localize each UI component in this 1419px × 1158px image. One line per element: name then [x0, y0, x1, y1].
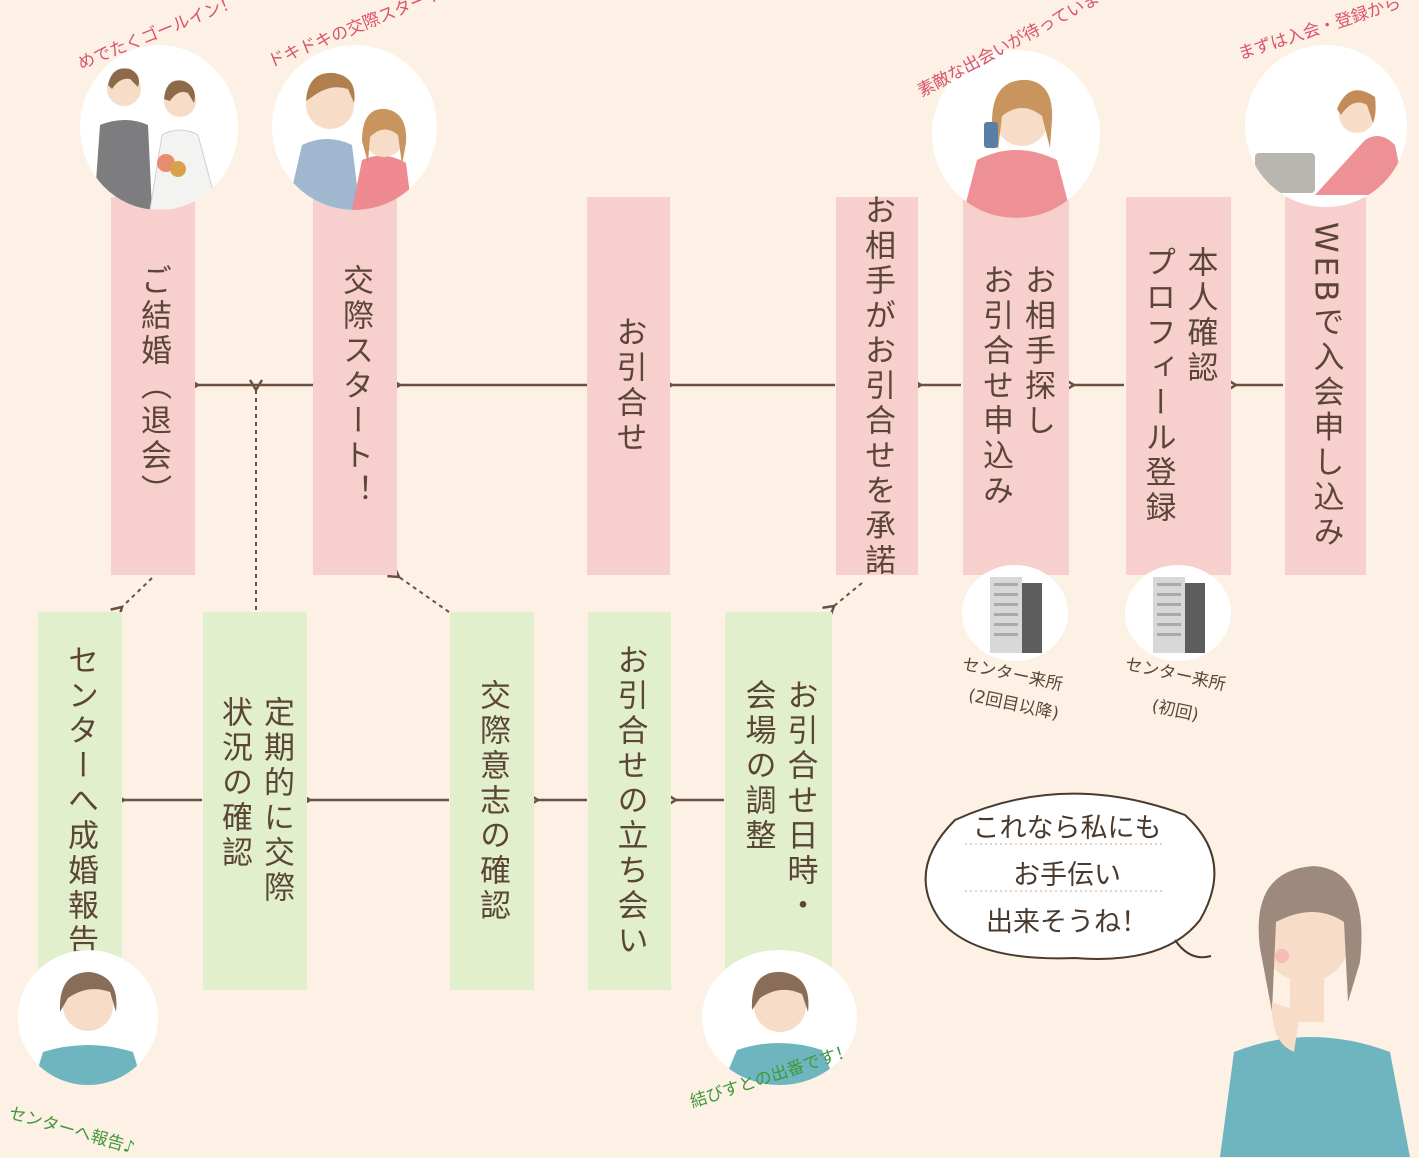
building-icon-second-visit [962, 565, 1068, 661]
woman-laptop-illustration [1245, 45, 1407, 207]
step-partner-accepts: お相手がお引合せを承諾 [836, 194, 918, 579]
step-intent-confirmation: 交際意志の確認 [450, 612, 534, 990]
couple-illustration [272, 45, 437, 210]
step-marriage-report-label: センターへ成婚報告 [62, 643, 98, 959]
wedding-couple-illustration [80, 45, 238, 210]
building-icon-first-visit [1125, 565, 1231, 661]
step-regular-checkin-label: 定期的に交際 状況の確認 [216, 696, 294, 906]
step-web-signup-label: WEBで入会申し込み [1307, 221, 1344, 551]
dashed-accept-to-schedule [834, 582, 863, 606]
reporting-woman-illustration [18, 950, 158, 1085]
step-dating-start: 交際スタート！ [313, 197, 397, 575]
speech-line-2: お手伝い [1013, 860, 1121, 891]
step-partner-search-label: お相手探し お引合せ申込み [977, 263, 1055, 509]
dashed-marry-to-report [122, 577, 153, 607]
matchmaker-illustration [702, 950, 857, 1085]
thinking-woman-illustration [1220, 866, 1410, 1157]
step-intent-confirmation-label: 交際意志の確認 [474, 678, 510, 924]
step-meeting-attendance: お引合せの立ち会い [588, 612, 671, 990]
step-schedule-arrangement: お引合せ日時・ 会場の調整 [725, 612, 832, 990]
step-marriage: ご結婚（退会） [111, 197, 195, 575]
step-partner-search: お相手探し お引合せ申込み [963, 197, 1069, 575]
step-profile-registration-label: 本人確認 プロフィール登録 [1139, 246, 1218, 526]
step-meeting-label: お引合せ [610, 316, 647, 456]
dashed-confirm-to-date [399, 577, 450, 613]
woman-phone-illustration [932, 50, 1100, 218]
step-marriage-report: センターへ成婚報告 [38, 612, 122, 990]
step-marriage-label: ご結婚（退会） [135, 263, 171, 509]
step-web-signup: WEBで入会申し込み [1285, 197, 1366, 575]
step-meeting: お引合せ [587, 197, 670, 575]
step-profile-registration: 本人確認 プロフィール登録 [1126, 197, 1231, 575]
speech-bubble: これなら私にも お手伝い 出来そうね！ [915, 780, 1225, 970]
speech-line-1: これなら私にも [972, 813, 1162, 844]
speech-line-3: 出来そうね！ [986, 907, 1148, 938]
step-regular-checkin: 定期的に交際 状況の確認 [203, 612, 307, 990]
step-schedule-arrangement-label: お引合せ日時・ 会場の調整 [739, 678, 818, 924]
step-meeting-attendance-label: お引合せの立ち会い [611, 643, 648, 959]
step-dating-start-label: 交際スタート！ [337, 263, 373, 509]
step-partner-accepts-label: お相手がお引合せを承諾 [859, 193, 895, 579]
